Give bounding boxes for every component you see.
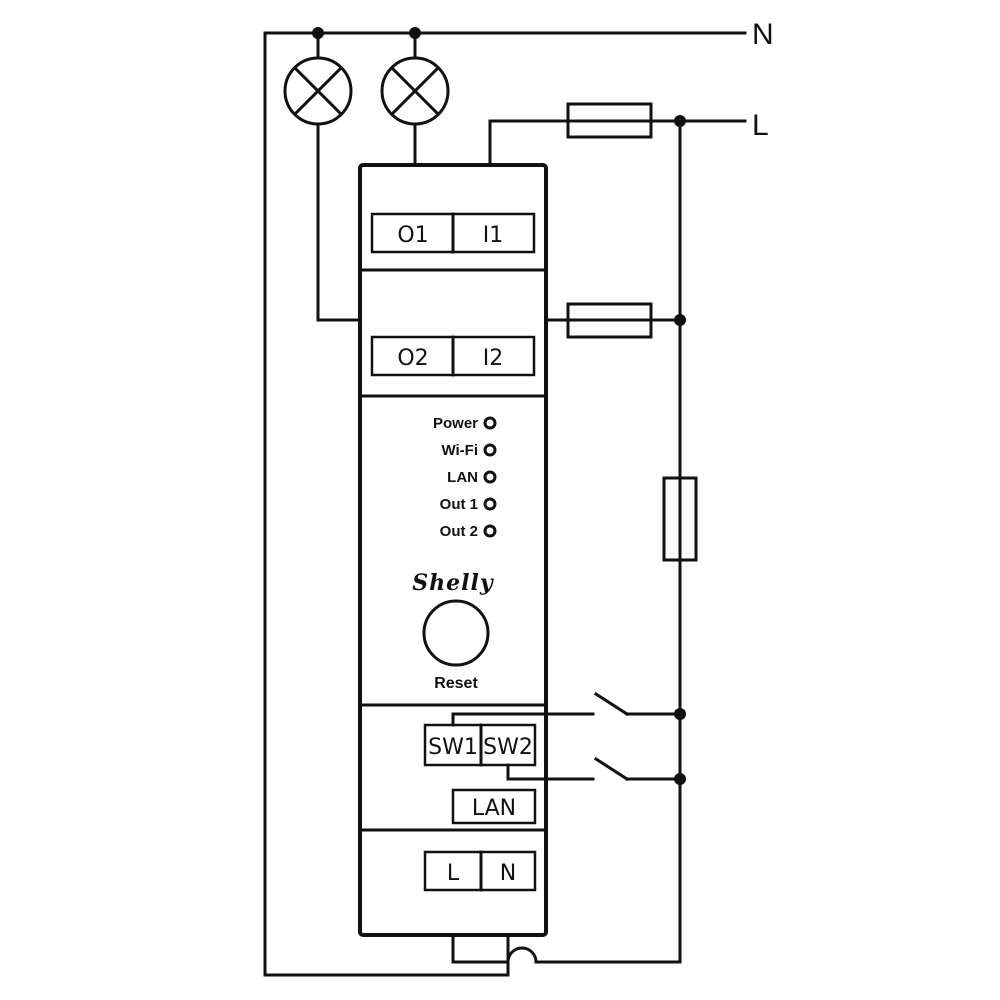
- terminal-i1: I1: [483, 223, 504, 248]
- fuse-device: [662, 476, 698, 562]
- terminal-sw2: SW2: [483, 735, 533, 760]
- led-label-out2: Out 2: [440, 523, 478, 540]
- switch-2: [593, 756, 682, 782]
- neutral-label: N: [752, 18, 774, 51]
- junction-dot: [674, 773, 686, 785]
- terminal-block-top: O1 I1: [370, 212, 536, 254]
- line-wire: [451, 119, 747, 964]
- led-panel: Power Wi-Fi LAN Out 1 Out 2: [433, 415, 497, 540]
- led-lan-icon: [483, 470, 497, 484]
- reset-button[interactable]: [422, 599, 490, 667]
- led-wifi-icon: [483, 443, 497, 457]
- terminal-block-mid: O2 I2: [370, 335, 536, 377]
- line-label: L: [752, 109, 769, 142]
- terminal-o1: O1: [397, 223, 428, 248]
- led-power-icon: [483, 416, 497, 430]
- led-label-out1: Out 1: [440, 496, 478, 513]
- brand-logo: Shelly: [412, 570, 495, 596]
- terminal-block-power: L N: [423, 850, 537, 892]
- junction-dot: [674, 708, 686, 720]
- junction-dot: [312, 27, 324, 39]
- led-out1-icon: [483, 497, 497, 511]
- sw2-wire: [506, 763, 595, 781]
- led-label-wifi: Wi-Fi: [441, 442, 478, 459]
- terminal-o2: O2: [397, 346, 428, 371]
- sw1-wire: [451, 712, 595, 727]
- terminal-n: N: [500, 861, 516, 886]
- reset-label: Reset: [434, 675, 478, 692]
- terminal-block-switch: SW1 SW2: [423, 723, 537, 767]
- lan-port-label: LAN: [472, 796, 516, 821]
- junction-dot: [409, 27, 421, 39]
- terminal-i2: I2: [483, 346, 504, 371]
- lan-port: LAN: [451, 788, 537, 825]
- junction-dot: [674, 314, 686, 326]
- switch-1: [593, 691, 682, 717]
- led-label-lan: LAN: [447, 469, 478, 486]
- terminal-sw1: SW1: [428, 735, 478, 760]
- junction-dot: [674, 115, 686, 127]
- terminal-l: L: [447, 861, 460, 886]
- neutral-wire: [263, 31, 747, 977]
- led-out2-icon: [483, 524, 497, 538]
- led-label-power: Power: [433, 415, 478, 432]
